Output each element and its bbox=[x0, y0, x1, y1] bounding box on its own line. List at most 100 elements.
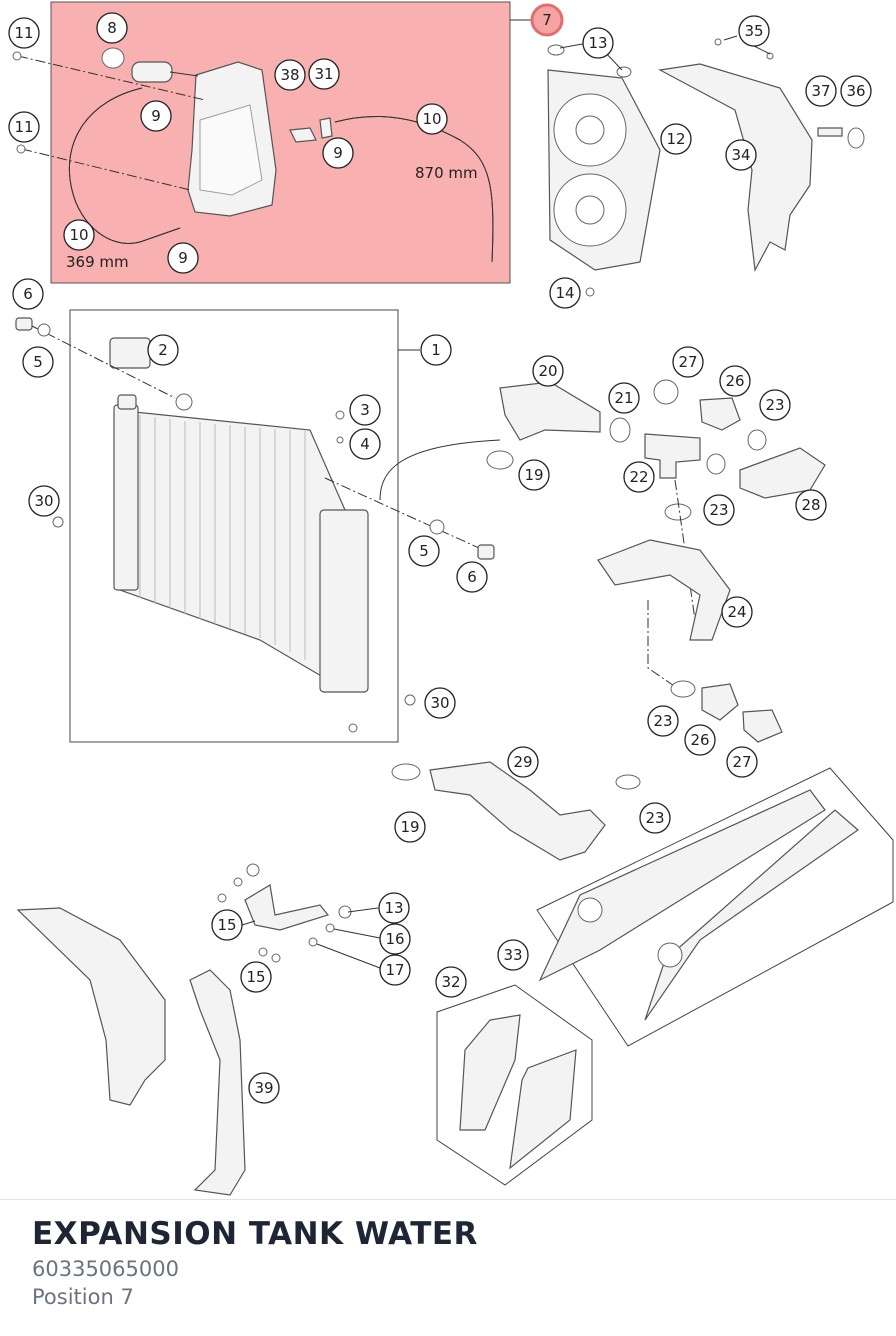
callout-15-top[interactable]: 15 bbox=[211, 909, 243, 941]
callout-34[interactable]: 34 bbox=[725, 139, 757, 171]
callout-16[interactable]: 16 bbox=[379, 923, 411, 955]
callout-19-bottom[interactable]: 19 bbox=[394, 811, 426, 843]
callout-9-mid[interactable]: 9 bbox=[322, 137, 354, 169]
svg-text:20: 20 bbox=[538, 362, 557, 380]
callout-23-c[interactable]: 23 bbox=[647, 705, 679, 737]
svg-text:35: 35 bbox=[744, 22, 763, 40]
svg-text:23: 23 bbox=[645, 809, 664, 827]
hose-length-870: 870 mm bbox=[415, 164, 478, 182]
callout-27-bottom[interactable]: 27 bbox=[726, 746, 758, 778]
callout-10-left[interactable]: 10 bbox=[63, 219, 95, 251]
svg-text:28: 28 bbox=[801, 496, 820, 514]
callout-33[interactable]: 33 bbox=[497, 939, 529, 971]
callout-26-top[interactable]: 26 bbox=[719, 365, 751, 397]
callout-4[interactable]: 4 bbox=[349, 428, 381, 460]
callout-11-bottom[interactable]: 11 bbox=[8, 111, 40, 143]
callout-22[interactable]: 22 bbox=[623, 461, 655, 493]
air-duct-left bbox=[189, 969, 246, 1196]
hose-20 bbox=[499, 381, 601, 441]
svg-text:1: 1 bbox=[431, 341, 441, 359]
part-position: Position 7 bbox=[32, 1285, 134, 1309]
callout-36[interactable]: 36 bbox=[840, 75, 872, 107]
radiator-covers-box bbox=[536, 767, 894, 1047]
callout-20[interactable]: 20 bbox=[532, 355, 564, 387]
callout-8[interactable]: 8 bbox=[96, 12, 128, 44]
svg-text:13: 13 bbox=[384, 899, 403, 917]
svg-text:5: 5 bbox=[33, 353, 43, 371]
svg-text:2: 2 bbox=[158, 341, 168, 359]
callout-28[interactable]: 28 bbox=[795, 489, 827, 521]
callout-24[interactable]: 24 bbox=[721, 596, 753, 628]
svg-text:23: 23 bbox=[653, 712, 672, 730]
fan-shroud bbox=[547, 44, 661, 297]
callout-12[interactable]: 12 bbox=[660, 123, 692, 155]
svg-text:15: 15 bbox=[217, 916, 236, 934]
svg-text:9: 9 bbox=[151, 107, 161, 125]
svg-text:24: 24 bbox=[727, 603, 746, 621]
callout-11-top[interactable]: 11 bbox=[8, 17, 40, 49]
callout-15-bottom[interactable]: 15 bbox=[240, 961, 272, 993]
svg-text:23: 23 bbox=[765, 396, 784, 414]
hose-29 bbox=[429, 761, 606, 861]
svg-text:17: 17 bbox=[385, 961, 404, 979]
svg-text:9: 9 bbox=[178, 249, 188, 267]
callout-27-top[interactable]: 27 bbox=[672, 346, 704, 378]
svg-text:30: 30 bbox=[430, 694, 449, 712]
callout-35[interactable]: 35 bbox=[738, 15, 770, 47]
svg-text:26: 26 bbox=[725, 372, 744, 390]
svg-text:3: 3 bbox=[360, 401, 370, 419]
callout-23-d[interactable]: 23 bbox=[639, 802, 671, 834]
callout-17[interactable]: 17 bbox=[379, 954, 411, 986]
callout-39[interactable]: 39 bbox=[248, 1072, 280, 1104]
callout-1[interactable]: 1 bbox=[420, 334, 452, 366]
callout-7[interactable]: 7 bbox=[530, 3, 564, 37]
thermostat-housing bbox=[699, 397, 741, 431]
callout-23-a[interactable]: 23 bbox=[759, 389, 791, 421]
svg-text:9: 9 bbox=[333, 144, 343, 162]
callout-29[interactable]: 29 bbox=[507, 746, 539, 778]
callout-21[interactable]: 21 bbox=[608, 382, 640, 414]
callout-30-right[interactable]: 30 bbox=[424, 687, 456, 719]
svg-text:33: 33 bbox=[503, 946, 522, 964]
callout-14[interactable]: 14 bbox=[549, 277, 581, 309]
callout-32[interactable]: 32 bbox=[435, 966, 467, 998]
callout-5-left[interactable]: 5 bbox=[22, 346, 54, 378]
callout-30-left[interactable]: 30 bbox=[28, 485, 60, 517]
svg-text:30: 30 bbox=[34, 492, 53, 510]
callout-9-top[interactable]: 9 bbox=[140, 100, 172, 132]
svg-text:6: 6 bbox=[467, 568, 477, 586]
callout-10-right[interactable]: 10 bbox=[416, 103, 448, 135]
callout-13-bottom[interactable]: 13 bbox=[378, 892, 410, 924]
svg-text:27: 27 bbox=[732, 753, 751, 771]
svg-text:38: 38 bbox=[280, 66, 299, 84]
svg-text:11: 11 bbox=[14, 24, 33, 42]
svg-text:11: 11 bbox=[14, 118, 33, 136]
svg-text:27: 27 bbox=[678, 353, 697, 371]
callout-2[interactable]: 2 bbox=[147, 334, 179, 366]
callout-5-right[interactable]: 5 bbox=[408, 535, 440, 567]
svg-text:7: 7 bbox=[542, 11, 552, 29]
callout-37[interactable]: 37 bbox=[805, 75, 837, 107]
highlighted-group-7[interactable] bbox=[50, 1, 511, 284]
svg-text:19: 19 bbox=[400, 818, 419, 836]
svg-text:19: 19 bbox=[524, 466, 543, 484]
callout-26-bottom[interactable]: 26 bbox=[684, 724, 716, 756]
bracket bbox=[244, 884, 330, 931]
part-info-panel: EXPANSION TANK WATER 60335065000 Positio… bbox=[0, 1199, 896, 1336]
callout-6-left[interactable]: 6 bbox=[12, 278, 44, 310]
callout-9-bottom[interactable]: 9 bbox=[167, 242, 199, 274]
callout-3[interactable]: 3 bbox=[349, 394, 381, 426]
radiator bbox=[109, 337, 369, 693]
callout-31[interactable]: 31 bbox=[308, 58, 340, 90]
svg-text:12: 12 bbox=[666, 130, 685, 148]
callout-13-top[interactable]: 13 bbox=[582, 27, 614, 59]
svg-text:6: 6 bbox=[23, 285, 33, 303]
callout-23-b[interactable]: 23 bbox=[703, 494, 735, 526]
part-title: EXPANSION TANK WATER bbox=[32, 1216, 478, 1252]
side-cover-left bbox=[16, 907, 166, 1106]
callout-6-right[interactable]: 6 bbox=[456, 561, 488, 593]
expansion-tank bbox=[101, 47, 277, 217]
svg-text:26: 26 bbox=[690, 731, 709, 749]
callout-38[interactable]: 38 bbox=[274, 59, 306, 91]
callout-19-top[interactable]: 19 bbox=[518, 459, 550, 491]
